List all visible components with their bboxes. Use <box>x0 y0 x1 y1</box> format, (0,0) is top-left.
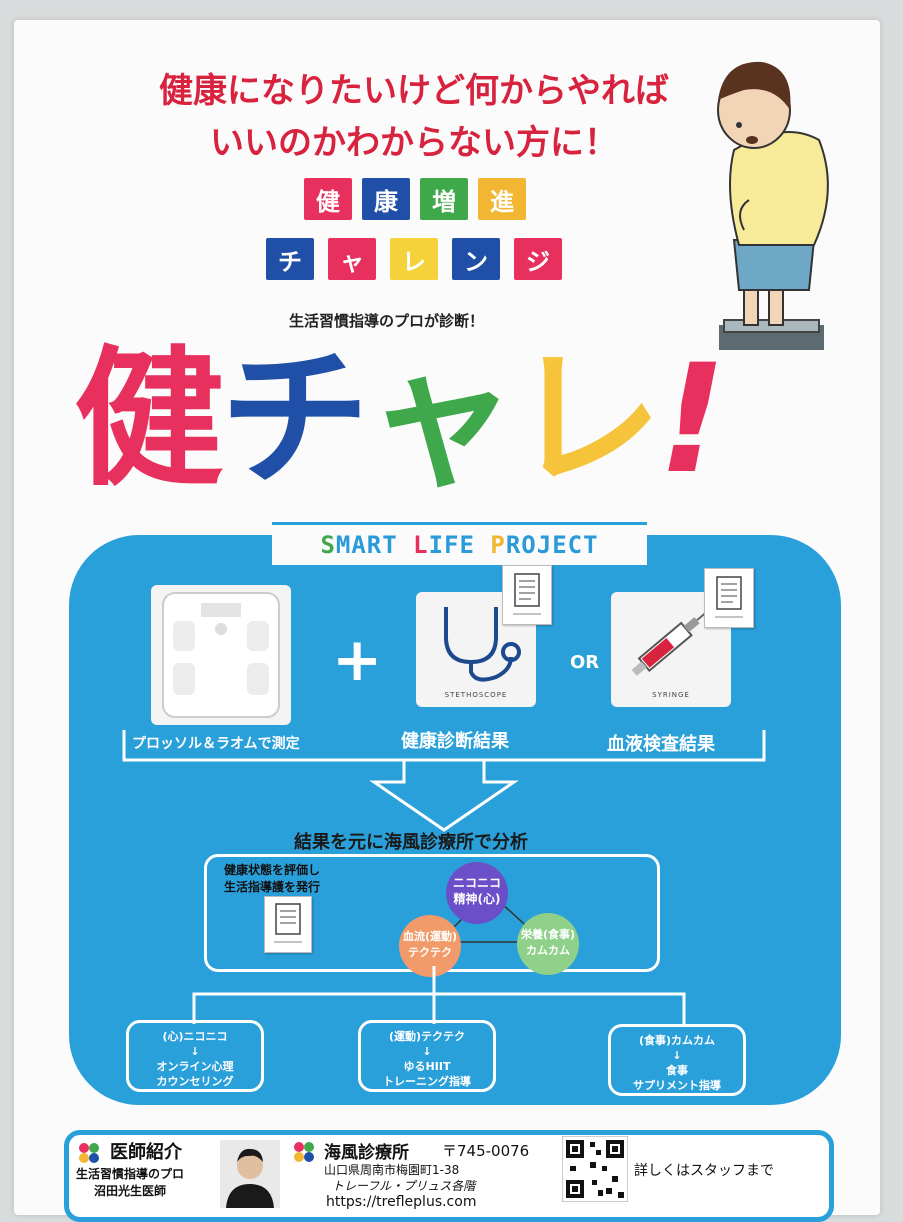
outcome-arrow: ↓ <box>672 1049 682 1062</box>
title-tiles-row-2: チ ャ レ ン ジ <box>266 238 562 280</box>
circle-line: 栄養(食事) <box>520 928 576 941</box>
body-scale-icon <box>162 592 280 718</box>
logo-char: ャ <box>366 333 516 507</box>
outcome-line: ゆるHIIT <box>403 1060 451 1073</box>
clinic-name: 海風診療所 <box>324 1143 409 1163</box>
outcome-title: (運動)テクテク <box>388 1030 466 1043</box>
title-part: S <box>320 531 336 559</box>
tile: ャ <box>328 238 376 280</box>
logo-char: レ <box>512 333 662 507</box>
tile: ン <box>452 238 500 280</box>
big-logo: 健 チ ャ レ ! <box>74 333 727 507</box>
tile: 健 <box>304 178 352 220</box>
circle-line: 血流(運動) <box>402 930 458 943</box>
headline-line-1: 健康になりたいけど何からやれば <box>159 71 669 111</box>
circle-line: カムカム <box>526 944 570 957</box>
medical-record-icon <box>502 565 552 625</box>
circle-line: 精神(心) <box>453 892 501 906</box>
headline: 健康になりたいけど何からやれば いいのかわからない方に！ <box>94 65 734 169</box>
clinic-url[interactable]: https://trefleplus.com <box>326 1194 477 1210</box>
postal-code: 〒745-0076 <box>442 1142 530 1160</box>
title-tiles-row-1: 健 康 増 進 <box>304 178 526 220</box>
mind-circle: ニコニコ 精神(心) <box>446 862 508 924</box>
outcome-title: (食事)カムカム <box>638 1034 716 1047</box>
qr-code-icon[interactable] <box>562 1136 628 1202</box>
syringe-caption: SYRINGE <box>652 691 690 699</box>
boy-on-scale-illustration <box>717 61 829 350</box>
outcome-mind: (心)ニコニコ ↓ オンライン心理 カウンセリング <box>126 1020 264 1092</box>
exercise-circle: 血流(運動) テクテク <box>399 915 461 977</box>
tile: 増 <box>420 178 468 220</box>
plus-sign: + <box>332 625 383 695</box>
merge-arrow <box>122 730 766 832</box>
outcome-line: 食事 <box>666 1064 688 1077</box>
pro-diagnosis-line: 生活習慣指導のプロが診断！ <box>289 312 485 330</box>
address-line: トレーフル・プリュス各階 <box>332 1179 476 1193</box>
outcome-arrow: ↓ <box>190 1045 200 1058</box>
branch-lines <box>192 966 686 1024</box>
outcome-line: オンライン心理 <box>156 1060 234 1073</box>
headline-line-2: いいのかわからない方に！ <box>210 123 618 163</box>
poster: 健康になりたいけど何からやれば いいのかわからない方に！ 健 康 増 進 チ ャ… <box>14 20 880 1222</box>
evaluation-line: 健康状態を評価し <box>224 863 321 877</box>
outcome-exercise: (運動)テクテク ↓ ゆるHIIT トレーニング指導 <box>358 1020 496 1092</box>
stethoscope-icon <box>444 607 521 682</box>
evaluation-line: 生活指導護を発行 <box>224 880 321 894</box>
outcome-line: カウンセリング <box>156 1075 234 1088</box>
stethoscope-caption: STETHOSCOPE <box>444 691 508 699</box>
doctor-photo <box>220 1140 280 1208</box>
footer-info <box>64 1130 834 1222</box>
clinic-address: 山口県周南市梅園町1-38 トレーフル・プリュス各階 <box>324 1162 475 1194</box>
outcome-line: トレーニング指導 <box>383 1075 471 1088</box>
tile: 康 <box>362 178 410 220</box>
outcome-nutrition: (食事)カムカム ↓ 食事 サプリメント指導 <box>608 1024 746 1096</box>
title-part: P <box>490 531 506 559</box>
circle-line: ニコニコ <box>452 876 501 890</box>
tile: ジ <box>514 238 562 280</box>
clover-icon <box>79 1143 99 1163</box>
title-part: ROJECT <box>505 531 599 559</box>
evaluation-text: 健康状態を評価し 生活指導護を発行 <box>224 862 320 896</box>
health-checkup-label: 健康診断結果 <box>401 731 509 752</box>
logo-char: 健 <box>74 333 224 507</box>
blood-test-label: 血液検査結果 <box>607 734 715 755</box>
tile: チ <box>266 238 314 280</box>
or-text: OR <box>570 652 600 673</box>
tile: 進 <box>478 178 526 220</box>
title-part: MART <box>335 531 414 559</box>
nutrition-circle: 栄養(食事) カムカム <box>517 913 579 975</box>
logo-char: ! <box>658 333 726 507</box>
doctor-heading: 医師紹介 <box>110 1142 182 1163</box>
body-scale-card <box>151 585 291 725</box>
outcome-line: サプリメント指導 <box>633 1079 721 1092</box>
tile: レ <box>390 238 438 280</box>
logo-char: チ <box>220 333 370 507</box>
smart-life-project-title: SMART LIFE PROJECT <box>272 522 647 565</box>
address-line: 山口県周南市梅園町1-38 <box>324 1163 460 1177</box>
title-part: IFE <box>428 531 491 559</box>
doctor-line: 沼田光生医師 <box>94 1184 167 1198</box>
clover-icon <box>294 1142 314 1162</box>
medical-record-icon <box>264 896 312 953</box>
analysis-title: 結果を元に海風診療所で分析 <box>294 832 528 853</box>
title-part: L <box>413 531 429 559</box>
outcome-title: (心)ニコニコ <box>162 1030 228 1043</box>
outcome-arrow: ↓ <box>422 1045 432 1058</box>
medical-record-icon <box>704 568 754 628</box>
doctor-line: 生活習慣指導のプロ <box>76 1167 185 1181</box>
doctor-info: 生活習慣指導のプロ 沼田光生医師 <box>76 1166 184 1200</box>
circle-line: テクテク <box>408 946 452 959</box>
scale-measure-label: プロッソル＆ラオムで測定 <box>132 736 300 752</box>
staff-note: 詳しくはスタッフまで <box>634 1163 774 1179</box>
